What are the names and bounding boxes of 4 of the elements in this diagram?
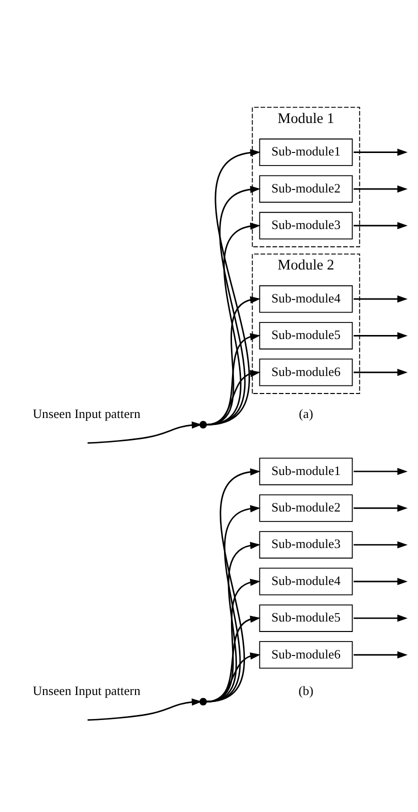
- label: Unseen Input pattern: [32, 406, 140, 420]
- label: (a): [298, 406, 314, 420]
- label: (b): [298, 683, 314, 698]
- label: Unseen Input pattern: [32, 683, 140, 698]
